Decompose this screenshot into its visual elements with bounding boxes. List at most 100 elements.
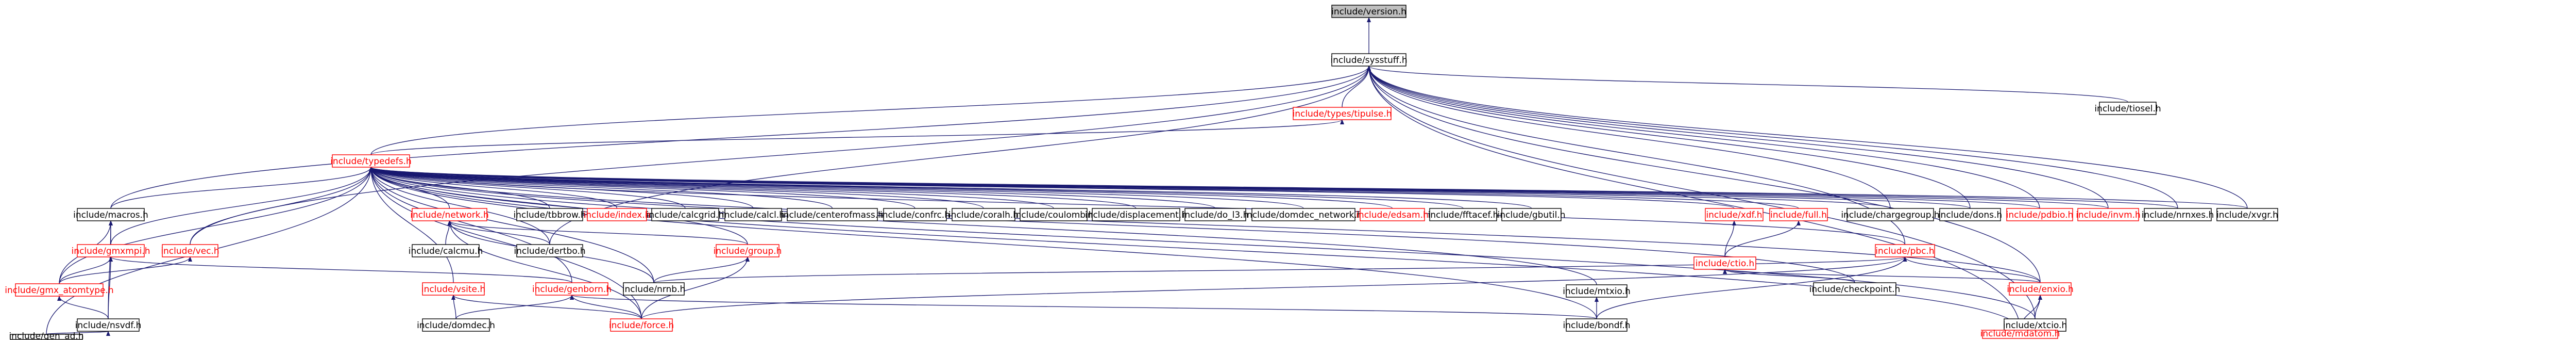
- node-fftacef[interactable]: include/fftacef.h: [1428, 208, 1499, 221]
- node-centerofmass[interactable]: include/centerofmass.h: [781, 208, 884, 221]
- edge-xvgr-to-sysstuff: [1367, 66, 2248, 209]
- node-dlons[interactable]: include/dons.h: [1938, 208, 2002, 221]
- node-box: [15, 283, 104, 297]
- node-label: include/edsam.h: [1356, 210, 1429, 220]
- edge-nrnb-to-group: [653, 256, 750, 283]
- edge-chargegroup-to-sysstuff: [1367, 66, 1891, 209]
- node-xvgr[interactable]: include/xvgr.h: [2216, 208, 2278, 221]
- node-confrc[interactable]: include/confrc.h: [880, 208, 950, 221]
- node-box: [2216, 208, 2278, 221]
- node-nrnxes[interactable]: include/nrnxes.h: [2142, 208, 2214, 221]
- node-gmxmpi[interactable]: include/gmxmpi.h: [72, 244, 150, 257]
- node-pdbio[interactable]: include/pdbio.h: [2006, 208, 2074, 221]
- node-dertbo[interactable]: include/dertbo.h: [514, 244, 586, 257]
- node-pbc[interactable]: include/pbc.h: [1875, 244, 1935, 257]
- node-calcl[interactable]: include/calcl.h: [722, 208, 785, 221]
- node-domdec[interactable]: include/domdec.h: [417, 318, 495, 332]
- node-xdf[interactable]: include/xdf.h: [1705, 208, 1764, 221]
- edge-domdec_network-to-typedefs: [369, 167, 1304, 209]
- node-calcmu[interactable]: include/calcmu.h: [409, 244, 483, 257]
- node-nrnb[interactable]: include/nrnb.h: [622, 282, 686, 296]
- edge-enxio-to-ctio: [1723, 269, 2041, 283]
- edge-gmx_omp-to-typedefs: [59, 167, 373, 284]
- node-label: include/force.h: [609, 320, 674, 331]
- node-box: [77, 208, 145, 221]
- edge-force-to-group: [641, 256, 750, 319]
- node-edsam[interactable]: include/edsam.h: [1356, 208, 1429, 221]
- edge-macros-to-sysstuff: [110, 66, 1371, 209]
- node-bondf[interactable]: include/bondf.h: [1563, 318, 1631, 332]
- node-box: [610, 318, 673, 332]
- node-vsite[interactable]: include/vsite.h: [421, 282, 485, 296]
- edge-checkpoint-to-typedefs: [369, 167, 1855, 283]
- node-macros[interactable]: include/macros.h: [73, 208, 148, 221]
- node-genborn[interactable]: include/genborn.h: [532, 282, 612, 296]
- node-box: [422, 318, 490, 332]
- node-label: include/full.h: [1770, 210, 1827, 220]
- node-box: [77, 244, 145, 257]
- node-index[interactable]: include/index.h: [583, 208, 651, 221]
- node-group[interactable]: include/group.h: [714, 244, 782, 257]
- edge-nrnb-to-typedefs: [369, 167, 654, 283]
- node-label: include/gmx_atomtype.h: [5, 285, 113, 296]
- edge-typedefs-to-sysstuff: [370, 66, 1371, 155]
- edge-gen_ad-to-nsvdf: [46, 331, 110, 336]
- node-displacement[interactable]: include/displacement.h: [1085, 208, 1187, 221]
- node-label: include/bondf.h: [1563, 320, 1630, 331]
- node-box: [1360, 208, 1425, 221]
- node-xtcio[interactable]: include/xtcio.h: [2003, 318, 2067, 332]
- node-mdatom[interactable]: include/mdatom.h: [1980, 329, 2060, 339]
- node-domdec_l3[interactable]: include/do_l3.h: [1182, 208, 1249, 221]
- edge-centerofmass-to-typedefs: [369, 167, 833, 209]
- edge-genborn-to-typedefs: [369, 167, 572, 283]
- node-gbutil[interactable]: include/gbutil.h: [1498, 208, 1566, 221]
- node-checkpoint[interactable]: include/checkpoint.h: [1809, 282, 1901, 296]
- node-calcgrid[interactable]: include/calcgrid.h: [647, 208, 724, 221]
- node-box: [77, 318, 140, 332]
- edge-tiosel-to-sysstuff: [1367, 66, 2128, 103]
- node-invm[interactable]: include/invm.h: [2076, 208, 2141, 221]
- node-label: include/xvgr.h: [2216, 210, 2278, 220]
- edge-domdec-to-genborn: [455, 295, 574, 319]
- node-tbbrow[interactable]: include/tbbrow.h: [513, 208, 586, 221]
- node-coulomb[interactable]: include/coulomb.h: [1013, 208, 1094, 221]
- edge-macros-to-typedefs: [110, 167, 373, 209]
- edge-force-to-network: [447, 220, 642, 319]
- node-tpulse[interactable]: include/types/tipulse.h: [1292, 107, 1392, 120]
- node-network[interactable]: include/network.h: [410, 208, 489, 221]
- node-box: [724, 208, 782, 221]
- node-box: [1501, 208, 1562, 221]
- edge-force-to-vsite: [451, 295, 642, 319]
- edge-mtxio-to-typedefs: [369, 167, 1597, 285]
- edge-force-to-pbc: [641, 256, 1907, 319]
- node-domdec_network[interactable]: include/domdec_network.h: [1244, 208, 1363, 221]
- node-nsvdf[interactable]: include/nsvdf.h: [75, 318, 142, 332]
- node-mtxio[interactable]: include/mtxio.h: [1563, 284, 1631, 298]
- node-label: include/do_l3.h: [1182, 210, 1249, 220]
- edge-enxio-to-sysstuff: [1367, 66, 2041, 283]
- node-sysstuff[interactable]: include/sysstuff.h: [1330, 53, 1408, 67]
- node-chargegroup[interactable]: include/chargegroup.h: [1841, 208, 1940, 221]
- edge-ctio-to-xdf: [1724, 220, 1736, 257]
- node-gen_ad[interactable]: include/gen_ad.h: [9, 331, 83, 340]
- node-force[interactable]: include/force.h: [609, 318, 674, 332]
- node-box: [412, 244, 480, 257]
- node-coralh[interactable]: include/coralh.h: [948, 208, 1019, 221]
- node-box: [1020, 208, 1088, 221]
- node-vec[interactable]: include/vec.h: [161, 244, 219, 257]
- node-typedefs[interactable]: include/typedefs.h: [330, 154, 412, 168]
- node-gmx_omp[interactable]: include/gmx_atomtype.h: [5, 283, 114, 297]
- node-version[interactable]: include/version.h: [1331, 5, 1406, 18]
- edge-gbutil-to-typedefs: [369, 167, 1532, 209]
- node-tiosel[interactable]: include/tiosel.h: [2094, 102, 2161, 115]
- edge-index-to-typedefs: [369, 167, 618, 209]
- edge-nsvdf-to-gmx_omp: [57, 296, 109, 319]
- edge-xtcio-to-typedefs: [369, 167, 2036, 319]
- node-label: include/fftacef.h: [1428, 210, 1499, 220]
- node-box: [952, 208, 1015, 221]
- node-enxio[interactable]: include/enxio.h: [2007, 282, 2074, 296]
- node-full[interactable]: include/full.h: [1769, 208, 1828, 221]
- node-ctio[interactable]: include/ctio.h: [1693, 256, 1756, 270]
- node-label: include/nrnxes.h: [2142, 210, 2214, 220]
